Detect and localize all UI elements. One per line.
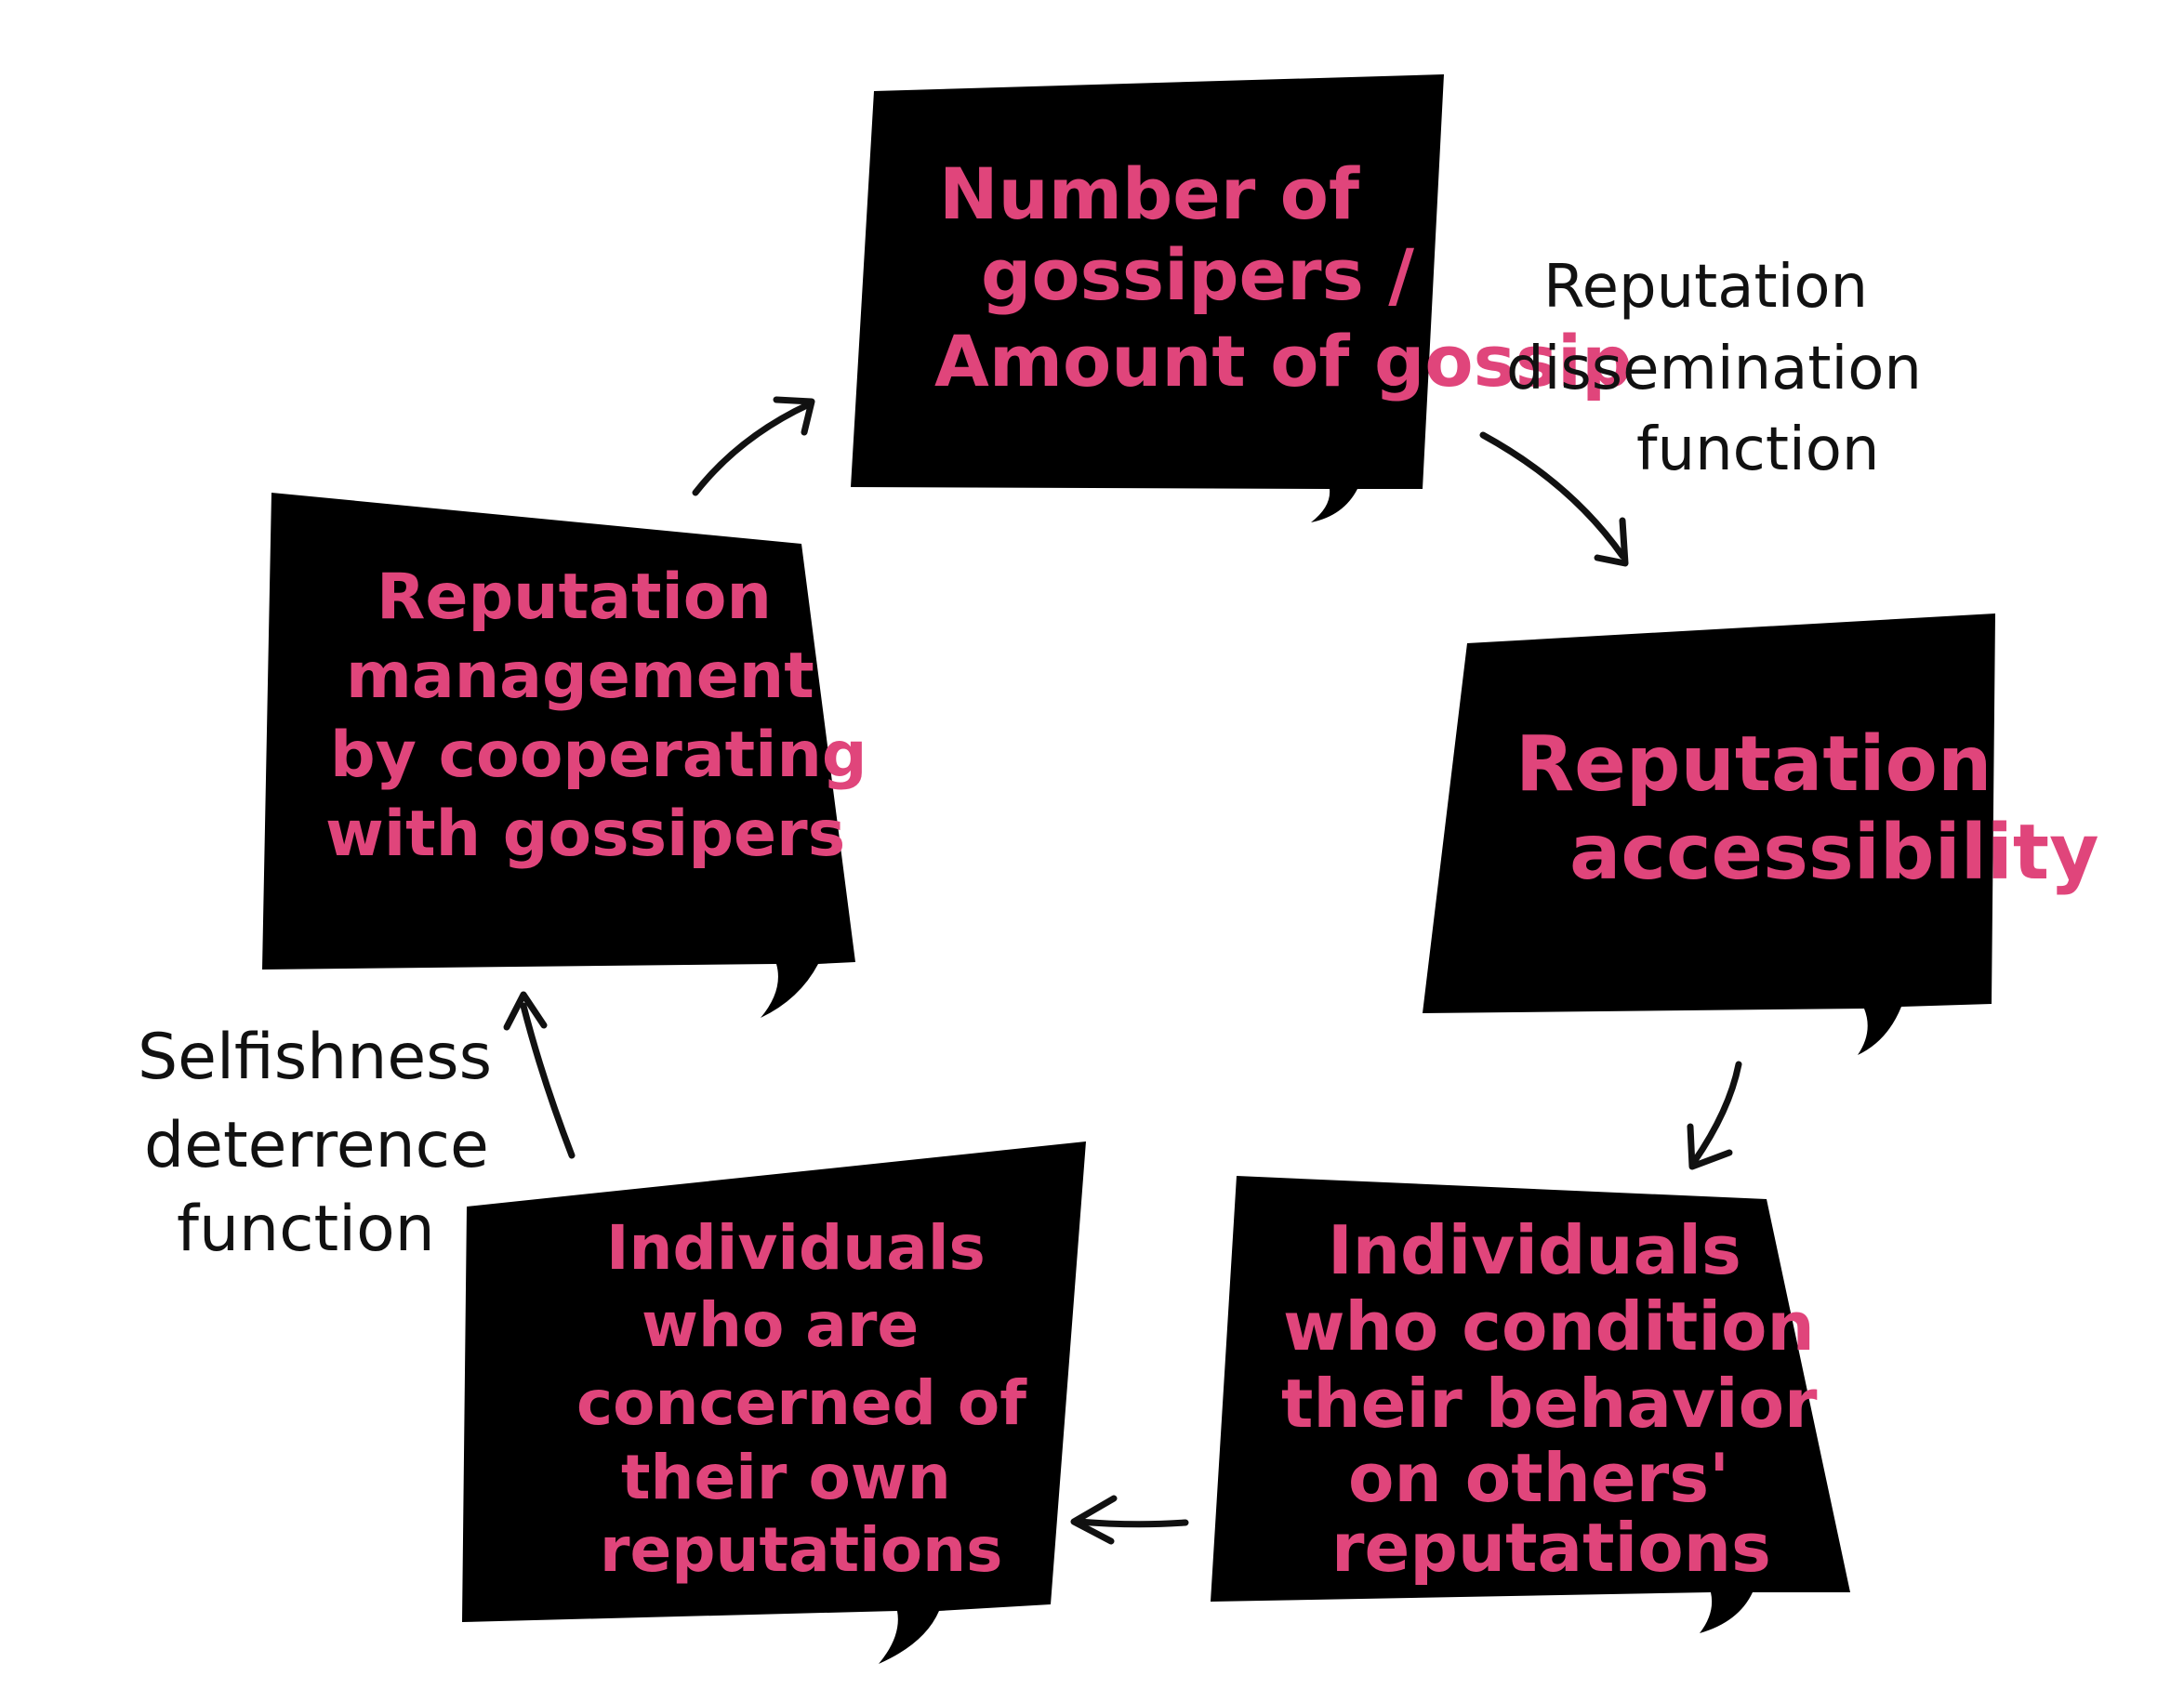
node-top-text: Number of gossipers / Amount of gossip: [934, 152, 1633, 402]
arrow-right-to-bottom-right: [1687, 1061, 1742, 1170]
edge-label-deterrence-line-1: Selfishness: [138, 1021, 492, 1094]
node-bottom-right-line-5: reputations: [1331, 1509, 1771, 1587]
node-individuals-who-condition: Individuals who condition their behavior…: [1211, 1176, 1850, 1633]
node-bottom-left-line-2: who are: [642, 1289, 919, 1361]
node-bottom-right-line-2: who condition: [1283, 1287, 1815, 1366]
edge-label-dissemination-line-3: function: [1636, 416, 1879, 484]
edge-label-dissemination-line-1: Reputation: [1543, 253, 1868, 322]
node-bottom-left-line-1: Individuals: [606, 1212, 986, 1284]
node-bottom-left-line-4: their own: [621, 1442, 951, 1513]
node-bottom-right-line-3: their behavior: [1281, 1365, 1818, 1443]
edge-label-deterrence-line-3: function: [177, 1193, 435, 1266]
node-left-line-1: Reputation: [377, 561, 772, 634]
edge-label-dissemination-line-2: dissemination: [1506, 335, 1922, 403]
node-bottom-left-line-3: concerned of: [576, 1367, 1027, 1439]
arrow-left-to-top: [692, 396, 815, 496]
node-right-line-2: accessibility: [1569, 809, 2099, 897]
node-individuals-concerned: Individuals who are concerned of their o…: [462, 1141, 1086, 1664]
edge-label-deterrence: Selfishness deterrence function: [138, 1021, 512, 1266]
node-top-line-3: Amount of gossip: [934, 320, 1633, 402]
node-right-bubble: [1423, 614, 1995, 1055]
node-bottom-left-bubble: [462, 1141, 1086, 1664]
node-reputation-management: Reputation management by cooperating wit…: [262, 493, 889, 1018]
node-bottom-right-text: Individuals who condition their behavior…: [1281, 1211, 1841, 1587]
node-left-line-4: with gossipers: [325, 798, 845, 871]
node-bottom-left-line-5: reputations: [600, 1514, 1002, 1586]
edge-label-dissemination: Reputation dissemination function: [1506, 253, 1940, 484]
node-right-text: Reputation accessibility: [1516, 720, 2099, 897]
node-right-line-1: Reputation: [1516, 720, 1992, 809]
node-left-line-3: by cooperating: [330, 719, 867, 792]
node-left-bubble: [262, 493, 855, 1018]
node-top-line-1: Number of: [939, 152, 1360, 235]
node-left-line-2: management: [346, 640, 814, 713]
node-number-of-gossipers: Number of gossipers / Amount of gossip: [851, 74, 1633, 522]
node-reputation-accessibility: Reputation accessibility: [1423, 614, 2099, 1055]
node-top-line-2: gossipers /: [981, 233, 1414, 316]
node-bottom-right-bubble: [1211, 1176, 1850, 1633]
arrow-bottom-left-to-left: [503, 991, 576, 1159]
node-top-bubble: [851, 74, 1444, 522]
edge-label-deterrence-line-2: deterrence: [144, 1109, 489, 1182]
node-left-text: Reputation management by cooperating wit…: [325, 561, 889, 871]
arrow-top-to-right: [1479, 431, 1629, 567]
arrow-bottom-right-to-bottom-left: [1070, 1495, 1189, 1545]
node-bottom-right-line-1: Individuals: [1328, 1211, 1741, 1289]
node-bottom-right-line-4: on others': [1348, 1439, 1729, 1517]
node-bottom-left-text: Individuals who are concerned of their o…: [576, 1212, 1048, 1586]
